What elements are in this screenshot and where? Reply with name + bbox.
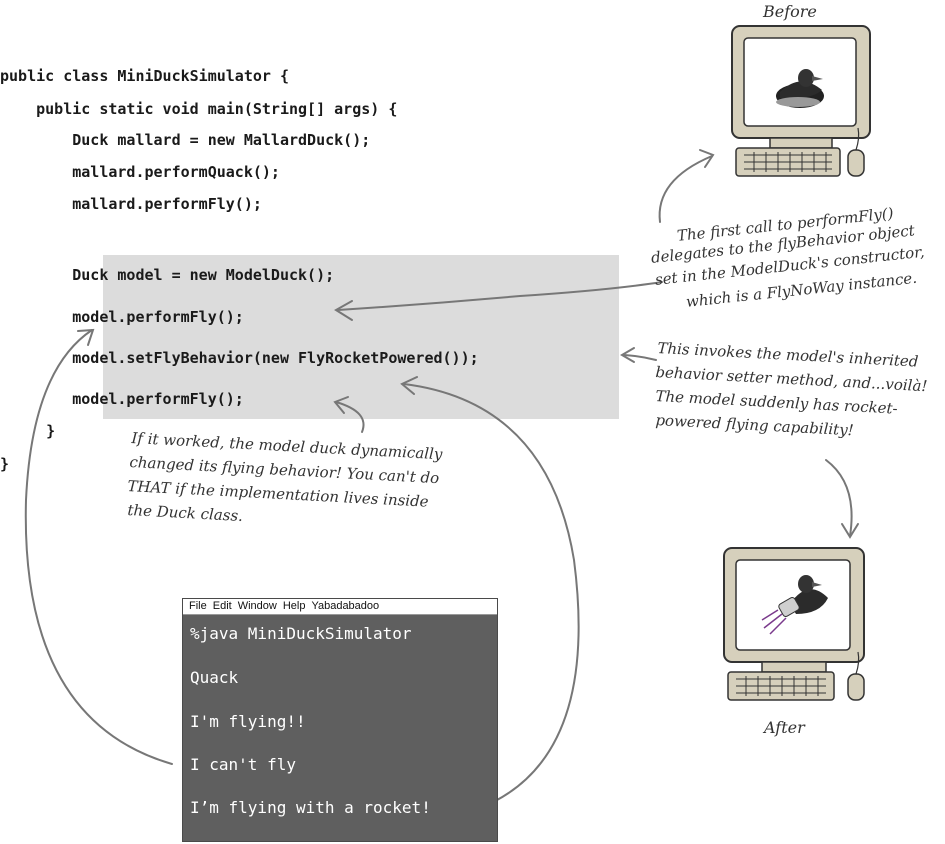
code-class-declaration: public class MiniDuckSimulator { <box>0 67 289 85</box>
before-caption: Before <box>763 2 817 21</box>
arrow-cant-fly-to-code <box>24 329 173 765</box>
menu-edit[interactable]: Edit <box>212 600 232 612</box>
menu-window[interactable]: Window <box>237 600 277 612</box>
terminal-output-line: Quack <box>190 668 239 687</box>
menu-file[interactable]: File <box>189 600 207 612</box>
code-model-set-fly-behavior: model.setFlyBehavior(new FlyRocketPowere… <box>0 349 479 367</box>
code-model-declaration: Duck model = new ModelDuck(); <box>0 266 335 284</box>
arrow-to-before-monitor <box>658 155 713 223</box>
arrow-to-first-performfly <box>337 281 663 311</box>
code-model-fly-second: model.performFly(); <box>0 390 244 408</box>
code-mallard-declaration: Duck mallard = new MallardDuck(); <box>0 131 371 149</box>
terminal-output-line: I'm flying!! <box>190 712 306 731</box>
arrow-rocket-to-code <box>403 383 580 809</box>
highlighted-code-block <box>103 255 619 419</box>
code-model-fly-first: model.performFly(); <box>0 308 244 326</box>
arrow-to-second-performfly <box>335 401 365 433</box>
terminal-command: %java MiniDuckSimulator <box>190 624 412 643</box>
before-monitor-icon <box>731 25 871 177</box>
after-caption: After <box>764 718 805 737</box>
menu-yabadabadoo[interactable]: Yabadabadoo <box>311 600 380 612</box>
code-main-signature: public static void main(String[] args) { <box>0 100 398 118</box>
code-main-closing-brace: } <box>10 422 56 440</box>
menu-help[interactable]: Help <box>282 600 306 612</box>
terminal-output-line: I can't fly <box>190 755 296 774</box>
terminal-output-line: I’m flying with a rocket! <box>190 798 431 817</box>
after-monitor-icon <box>723 547 865 701</box>
terminal-window: File Edit Window Help Yabadabadoo %java … <box>182 598 498 842</box>
code-class-closing-brace: } <box>0 455 10 473</box>
code-mallard-fly: mallard.performFly(); <box>0 195 262 213</box>
terminal-menubar: File Edit Window Help Yabadabadoo <box>183 599 497 615</box>
arrow-to-after-monitor <box>825 459 853 537</box>
code-mallard-quack: mallard.performQuack(); <box>0 163 280 181</box>
rocket-duck-icon <box>761 575 828 635</box>
arrow-to-setflybehavior <box>623 354 657 361</box>
duck-decoy-icon <box>776 69 824 108</box>
